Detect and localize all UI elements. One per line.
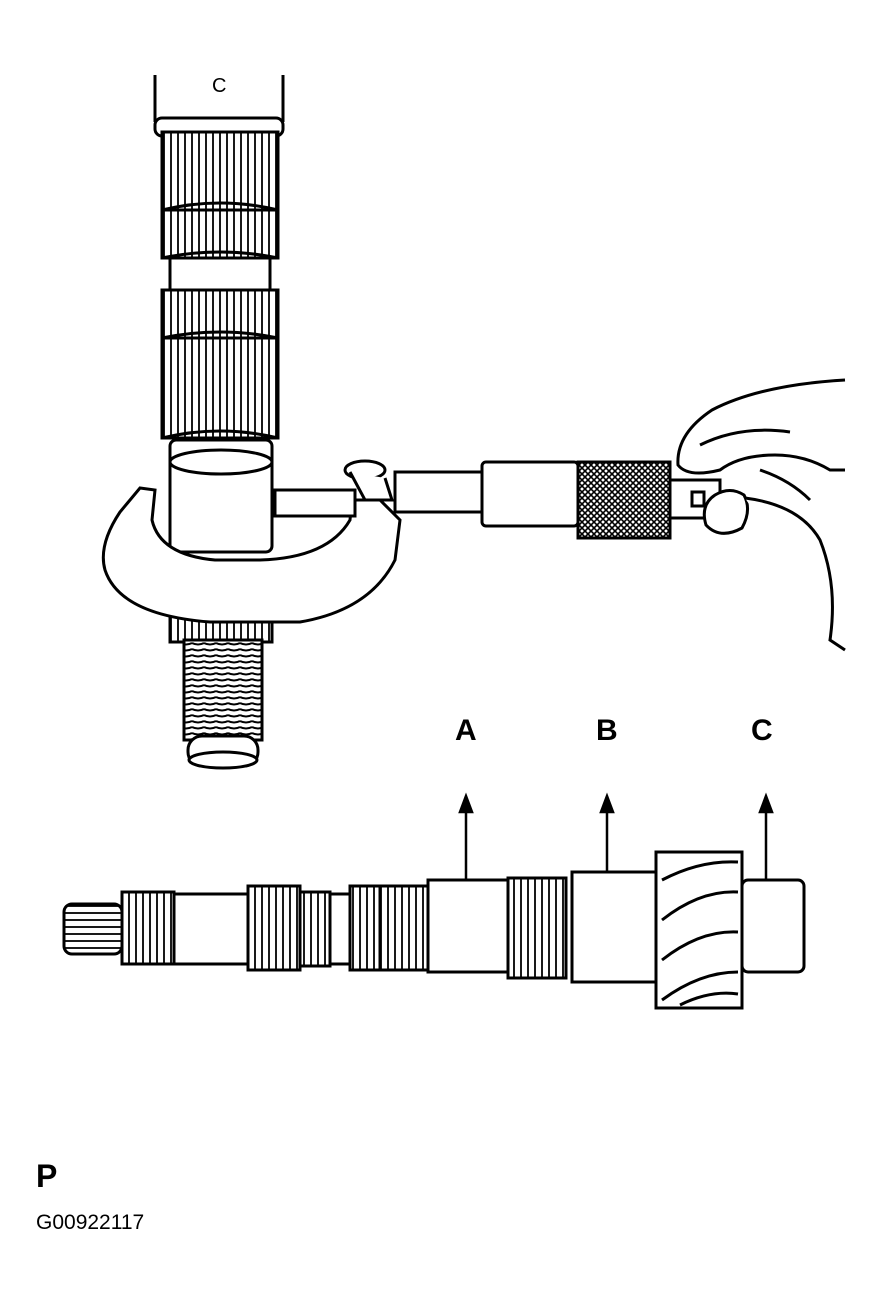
label-a: A [455,714,477,747]
journal-b [570,870,658,984]
journal-c [740,878,806,974]
micrometer [101,459,722,624]
figure-id: G00922117 [36,1211,145,1234]
horizontal-shaft [62,850,806,1010]
view-letter: P [36,1158,58,1194]
vertical-shaft: C [153,75,285,770]
shaft-marking: C [212,75,226,97]
label-b: B [596,714,618,747]
label-c: C [751,714,773,747]
measurement-arrows [458,792,774,880]
hand [676,378,846,652]
journal-a [426,878,510,974]
